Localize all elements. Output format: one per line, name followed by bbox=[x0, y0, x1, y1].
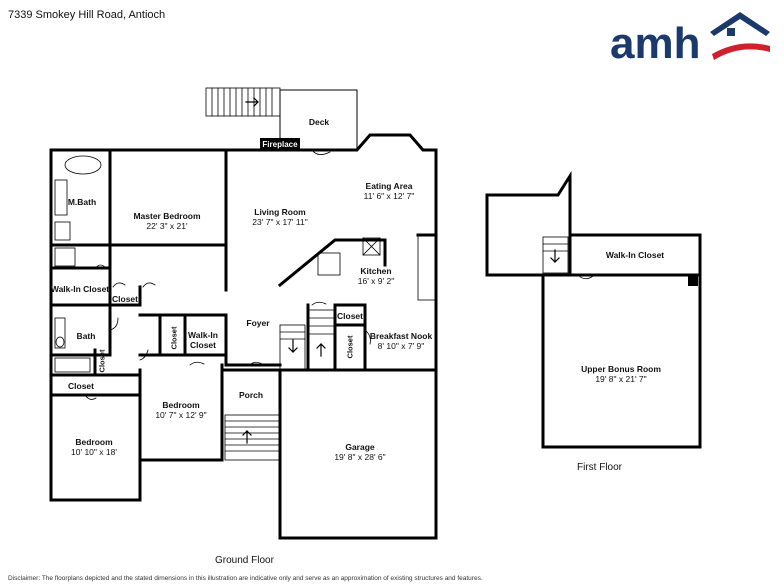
room-walk-in-closet-upper: Walk-In Closet bbox=[606, 250, 664, 260]
door-swings bbox=[84, 149, 371, 400]
room-name: Closet bbox=[68, 381, 94, 391]
room-closet-stair: Closet bbox=[337, 311, 363, 321]
deck-stairs bbox=[205, 87, 281, 117]
room-dims: 11' 6" x 12' 7" bbox=[363, 191, 415, 201]
room-name: Porch bbox=[238, 390, 264, 400]
room-name: Kitchen bbox=[360, 266, 392, 276]
kitchen-fixtures bbox=[317, 234, 436, 301]
room-name: Upper Bonus Room bbox=[581, 364, 661, 374]
first-floor-label: First Floor bbox=[577, 462, 622, 473]
room-name: Garage bbox=[345, 442, 375, 452]
room-name: Breakfast Nook bbox=[369, 331, 433, 341]
ground-floor-walls bbox=[49, 133, 438, 540]
porch-stair-arrow-icon bbox=[242, 430, 252, 444]
room-dims: 10' 10" x 18' bbox=[71, 447, 117, 457]
logo-roof-icon bbox=[710, 12, 770, 36]
room-name: Walk-In bbox=[188, 330, 218, 340]
logo-swoosh-icon bbox=[712, 43, 770, 60]
room-name: Closet bbox=[337, 311, 363, 321]
room-closet-hall: Closet bbox=[169, 326, 179, 350]
room-walk-in-closet-master: Walk-In Closet bbox=[51, 284, 109, 294]
room-bath: Bath bbox=[77, 331, 96, 341]
stair-up-arrow-icon bbox=[316, 343, 326, 357]
fireplace-label: Fireplace bbox=[260, 138, 300, 151]
room-name: Master Bedroom bbox=[133, 211, 201, 221]
porch-steps bbox=[224, 414, 281, 461]
room-deck: Deck bbox=[309, 117, 329, 127]
room-porch: Porch bbox=[239, 390, 263, 400]
stair-down-arrow-icon bbox=[288, 339, 298, 353]
room-name: Closet bbox=[112, 294, 138, 304]
room-name: Walk-In Closet bbox=[605, 250, 665, 260]
room-dims: 19' 8" x 28' 6" bbox=[334, 452, 386, 462]
room-name: Foyer bbox=[246, 318, 270, 328]
room-name: M.Bath bbox=[67, 197, 97, 207]
room-name: Bedroom bbox=[75, 437, 113, 447]
room-dims: 16' x 9' 2" bbox=[357, 276, 395, 286]
room-closet-bedroom: Closet bbox=[68, 381, 94, 391]
bath-fixtures bbox=[54, 155, 102, 373]
room-name: Bath bbox=[76, 331, 96, 341]
room-name: Closet bbox=[190, 340, 216, 350]
room-name: Eating Area bbox=[365, 181, 413, 191]
room-name: Bedroom bbox=[162, 400, 200, 410]
room-closet-nook: Closet bbox=[345, 335, 355, 359]
room-name: Deck bbox=[308, 117, 330, 127]
room-closet-master: Closet bbox=[112, 294, 138, 304]
first-floor-walls bbox=[485, 170, 702, 449]
room-name: Living Room bbox=[254, 207, 306, 217]
interior-stairs bbox=[279, 309, 336, 371]
room-dims: 8' 10" x 7' 9" bbox=[377, 341, 425, 351]
disclaimer-text: Disclaimer: The floorplans depicted and … bbox=[8, 575, 483, 582]
room-name: Walk-In Closet bbox=[50, 284, 110, 294]
ground-floor-label: Ground Floor bbox=[215, 555, 274, 566]
room-dims: 23' 7" x 17' 11" bbox=[252, 217, 308, 227]
logo-text: amh bbox=[610, 19, 700, 66]
room-dims: 19' 8" x 21' 7" bbox=[595, 374, 647, 384]
upper-stair-arrow-icon bbox=[550, 249, 560, 263]
room-master-bath: M.Bath bbox=[68, 197, 96, 207]
deck-stair-arrow-icon bbox=[245, 97, 259, 107]
room-dims: 22' 3" x 21' bbox=[146, 221, 188, 231]
room-dims: 10' 7" x 12' 9" bbox=[155, 410, 207, 420]
room-closet-bath: Closet bbox=[97, 349, 107, 373]
room-foyer: Foyer bbox=[246, 318, 269, 328]
property-address: 7339 Smokey Hill Road, Antioch bbox=[8, 9, 166, 21]
amh-logo: amh bbox=[610, 12, 770, 66]
